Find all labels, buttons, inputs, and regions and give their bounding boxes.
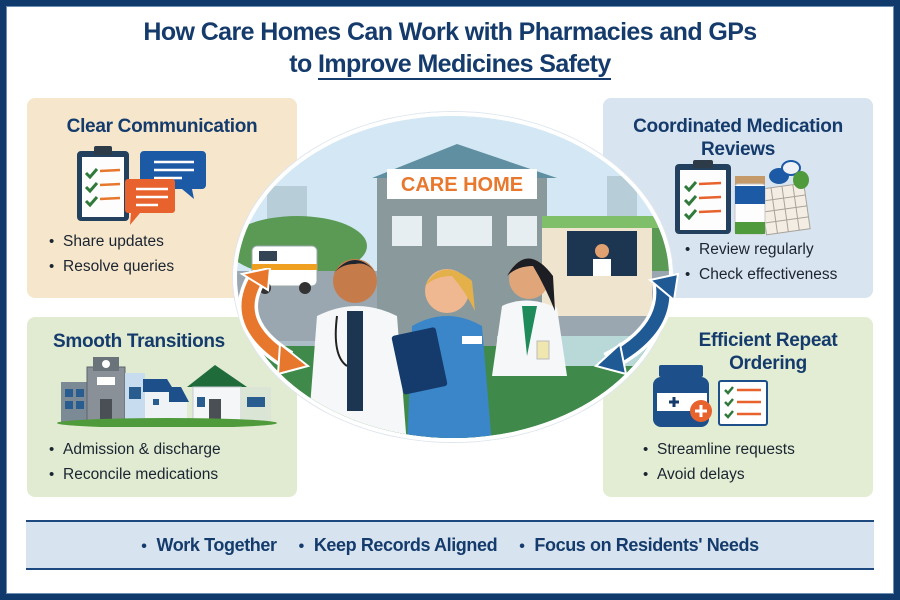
principle-item: Focus on Residents' Needs [519, 535, 759, 556]
care-home-scene: CARE HOME [237, 116, 669, 438]
bullet-item: Resolve queries [49, 254, 174, 279]
bullet-item: Share updates [49, 229, 174, 254]
bullet-item: Reconcile medications [49, 462, 221, 487]
nurse-figure [391, 269, 492, 438]
bullet-item: Review regularly [685, 237, 837, 262]
key-principles-banner: Work Together Keep Records Aligned Focus… [26, 520, 874, 570]
pharmacist-figure [492, 258, 567, 376]
blue-double-arrow-icon [593, 272, 680, 376]
principle-item: Work Together [141, 535, 277, 556]
orange-double-arrow-icon [238, 268, 311, 376]
bullet-list: Review regularly Check effectiveness [685, 237, 837, 287]
doctor-figure [307, 259, 407, 438]
clipboard-medicine-calendar-icon [675, 160, 811, 236]
bullet-item: Check effectiveness [685, 262, 837, 287]
care-home-sign: CARE HOME [401, 174, 523, 196]
page-title: How Care Homes Can Work with Pharmacies … [0, 16, 900, 80]
bullet-item: Avoid delays [643, 462, 795, 487]
panel-smooth-transitions: Smooth Transitions Admission & discharge… [27, 317, 297, 497]
buildings-houses-icon [57, 357, 277, 427]
panel-clear-communication: Clear Communication Share updates Resolv… [27, 98, 297, 298]
bullet-list: Share updates Resolve queries [49, 229, 174, 279]
bullet-item: Admission & discharge [49, 437, 221, 462]
bullet-list: Streamline requests Avoid delays [643, 437, 795, 487]
medicine-bottle-checklist-icon [653, 365, 768, 427]
bullet-list: Admission & discharge Reconcile medicati… [49, 437, 221, 487]
panel-title: Clear Communication [66, 116, 258, 137]
bullet-item: Streamline requests [643, 437, 795, 462]
panel-title: Coordinated Medication Reviews [633, 116, 843, 160]
title-line-1: How Care Homes Can Work with Pharmacies … [143, 18, 757, 46]
title-line-2: to Improve Medicines Safety [289, 50, 611, 80]
care-home-scene-illustration: CARE HOME [233, 112, 673, 442]
panel-title: Efficient Repeat Ordering [698, 330, 838, 374]
principle-item: Keep Records Aligned [299, 535, 498, 556]
panel-title: Smooth Transitions [53, 331, 225, 352]
clipboard-chat-icon [77, 146, 206, 225]
title-underlined-text: Improve Medicines Safety [318, 50, 611, 80]
